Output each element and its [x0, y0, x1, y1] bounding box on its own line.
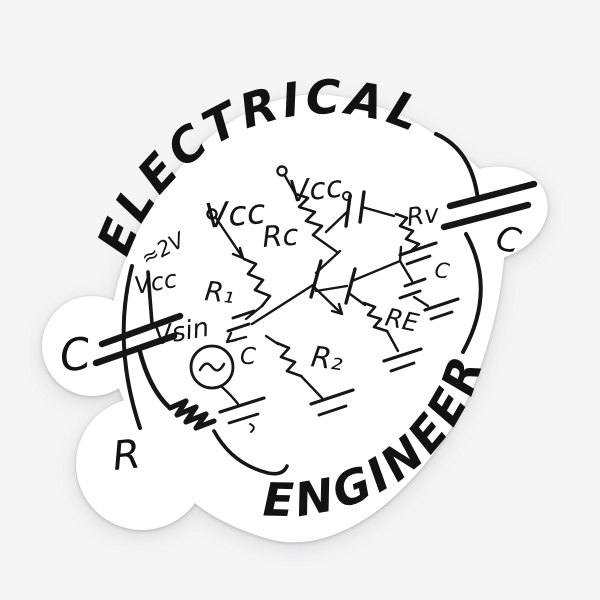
left-capacitor-label: C: [56, 328, 94, 383]
resistor-zigzag-rc: [294, 192, 324, 237]
circuit-doodle: Vcc Vcc ≈2V Vcc Vsin R₁ Rc Rv R₂ RE C C: [132, 165, 460, 433]
source-circle: [189, 344, 235, 390]
wire: [360, 205, 396, 218]
right-paren-arc: [461, 232, 483, 354]
left-capacitor-icon: [92, 270, 184, 411]
wire-swoosh: [212, 429, 289, 476]
label-rc: Rc: [261, 218, 299, 254]
label-r1: R₁: [203, 276, 236, 310]
wire: [219, 384, 240, 406]
terminal-node-icon: [276, 165, 288, 177]
resistor-zigzag-re: [362, 301, 389, 333]
wire: [412, 295, 430, 308]
sticker-bump-left: [42, 296, 142, 396]
label-c-out: C: [433, 258, 450, 283]
sticker-blob: [109, 94, 505, 543]
capacitor-plate: [92, 332, 178, 367]
wire: [385, 329, 400, 353]
wire: [137, 349, 173, 411]
ground-icon: [382, 347, 423, 373]
ac-source-icon: [189, 344, 235, 390]
ground-icon: [398, 241, 438, 266]
label-re: RE: [383, 303, 422, 338]
wire: [311, 233, 339, 254]
wire: [398, 259, 414, 283]
terminal-node-icon: [206, 208, 218, 220]
resistor-zigzag-rv: [394, 212, 421, 252]
label-r2: R₂: [309, 339, 346, 377]
outer-resistor-label: R: [110, 431, 142, 480]
top-right-arc: [434, 132, 480, 202]
arrow-wire: [225, 331, 248, 344]
ground-icon: [423, 297, 460, 321]
outer-frame: C R C: [56, 132, 538, 480]
ground-icon: [218, 396, 266, 433]
capacitor-in-icon: [226, 309, 256, 333]
wire: [146, 270, 154, 326]
wire: [250, 283, 315, 326]
ground-icon: [309, 388, 355, 417]
wire: [283, 174, 298, 197]
resistor-zigzag-r1: [242, 257, 272, 308]
sine-tilde: [198, 362, 226, 372]
right-capacitor-icon: [440, 180, 538, 231]
capacitor-plate: [446, 180, 538, 210]
outer-resistor-icon: [167, 398, 289, 476]
sticker-base: [42, 94, 548, 543]
label-vcc-left: Vcc: [203, 192, 267, 237]
capacitor-plate: [98, 312, 184, 348]
arrow-wire: [214, 216, 245, 260]
wire: [299, 374, 324, 400]
capacitor-out-icon: [398, 277, 427, 300]
capacitor-plate: [440, 201, 532, 231]
transistor-icon: [314, 245, 403, 307]
resistor-zigzag: [167, 398, 217, 431]
label-vcc-right: Vcc: [287, 170, 344, 210]
resistor-zigzag-r2: [275, 341, 303, 378]
wire: [324, 209, 350, 234]
label-rv: Rv: [405, 199, 442, 232]
sticker-bump-bottom-left: [76, 398, 208, 530]
label-c-in: C: [240, 344, 256, 370]
left-paren-arc: [121, 264, 142, 430]
